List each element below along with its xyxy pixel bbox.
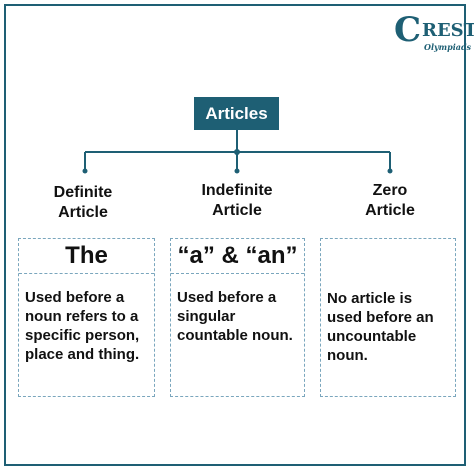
heading-line-2: Article — [58, 204, 108, 221]
card-indefinite-article: “a” & “an” Used before a singular counta… — [170, 238, 305, 397]
card-description: Used before a singular countable noun. — [177, 289, 293, 344]
logo-subtitle: Olympiads — [424, 42, 472, 52]
card-title: The — [19, 239, 154, 274]
card-definite-article: The Used before a noun refers to a speci… — [18, 238, 155, 397]
heading-line-1: Zero — [372, 182, 408, 199]
card-title: “a” & “an” — [171, 239, 304, 274]
card-description: Used before a noun refers to a specific … — [25, 289, 140, 363]
heading-line-2: Article — [212, 202, 262, 219]
heading-indefinite-article: Indefinite Article — [172, 181, 302, 221]
crest-olympiads-logo: C REST Olympiads — [392, 10, 474, 56]
root-node-articles: Articles — [194, 97, 279, 130]
heading-zero-article: Zero Article — [325, 181, 455, 221]
card-description: No article is used before an uncountable… — [327, 290, 434, 364]
card-zero-article: No article is used before an uncountable… — [320, 238, 456, 397]
logo-initial: C — [394, 10, 422, 50]
heading-line-1: Indefinite — [201, 182, 273, 199]
heading-line-2: Article — [365, 202, 415, 219]
heading-definite-article: Definite Article — [18, 183, 148, 223]
heading-line-1: Definite — [53, 184, 113, 201]
branch-end-indefinite — [234, 168, 240, 174]
junction-dot — [234, 149, 240, 155]
branch-end-definite — [82, 168, 88, 174]
logo-wordmark: REST — [422, 20, 474, 41]
branch-end-zero — [387, 168, 393, 174]
